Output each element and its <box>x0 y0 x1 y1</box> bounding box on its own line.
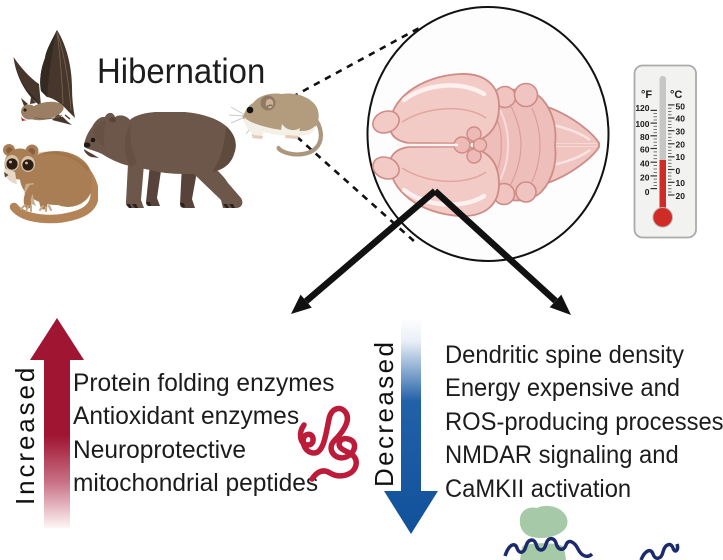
svg-text:40: 40 <box>640 158 650 168</box>
svg-text:20: 20 <box>676 191 686 201</box>
svg-text:10: 10 <box>676 178 686 188</box>
svg-text:120: 120 <box>635 103 649 113</box>
svg-text:°C: °C <box>670 89 682 101</box>
svg-text:10: 10 <box>676 152 686 162</box>
svg-text:100: 100 <box>635 119 649 129</box>
svg-text:0: 0 <box>645 187 650 197</box>
svg-text:20: 20 <box>676 139 686 149</box>
svg-text:60: 60 <box>640 144 650 154</box>
svg-text:30: 30 <box>676 126 686 136</box>
svg-text:80: 80 <box>640 132 650 142</box>
svg-text:°F: °F <box>641 89 652 101</box>
svg-text:50: 50 <box>676 101 686 111</box>
svg-text:40: 40 <box>676 114 686 124</box>
svg-text:0: 0 <box>676 166 681 176</box>
svg-text:20: 20 <box>640 173 650 183</box>
